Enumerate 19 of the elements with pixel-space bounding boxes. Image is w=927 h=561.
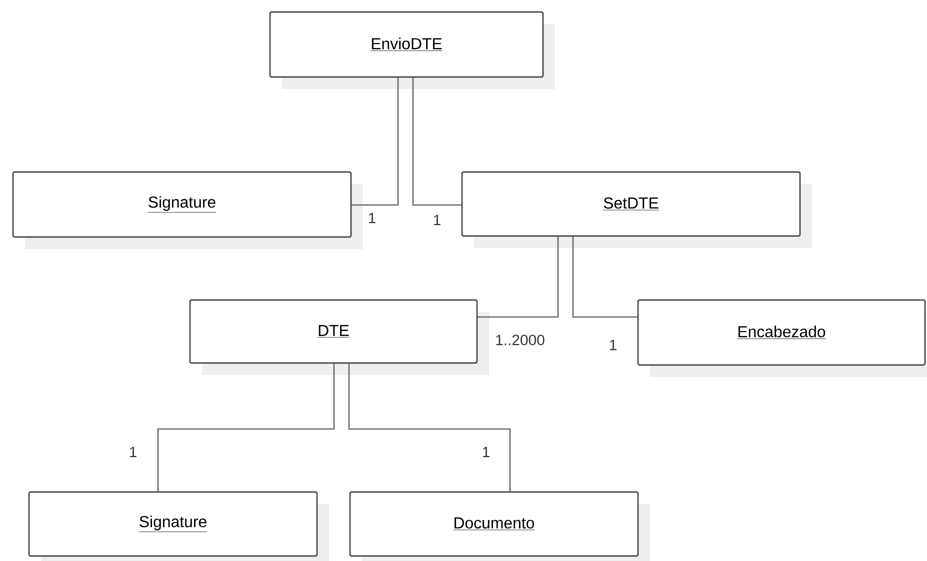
multiplicity-label: 1 xyxy=(434,214,440,226)
multiplicity-label: 1 xyxy=(369,212,376,224)
class-box: DTE xyxy=(189,299,489,375)
class-box: Encabezado xyxy=(637,299,927,377)
multiplicity-label: 1 xyxy=(130,446,136,458)
class-box: Signature xyxy=(12,171,363,249)
class-box: EnvioDTE xyxy=(269,11,555,89)
multiplicity-label: 1 xyxy=(483,446,490,458)
connector xyxy=(352,78,399,206)
connector xyxy=(572,236,638,318)
class-box: Documento xyxy=(349,491,650,561)
connector xyxy=(348,364,511,492)
connector xyxy=(412,78,462,206)
multiplicity-label: 1..2000 xyxy=(496,334,544,346)
connector xyxy=(478,236,559,318)
connector xyxy=(157,364,335,492)
class-box: Signature xyxy=(28,491,329,561)
multiplicity-label: 1 xyxy=(610,340,616,350)
class-box: SetDTE xyxy=(461,171,812,248)
